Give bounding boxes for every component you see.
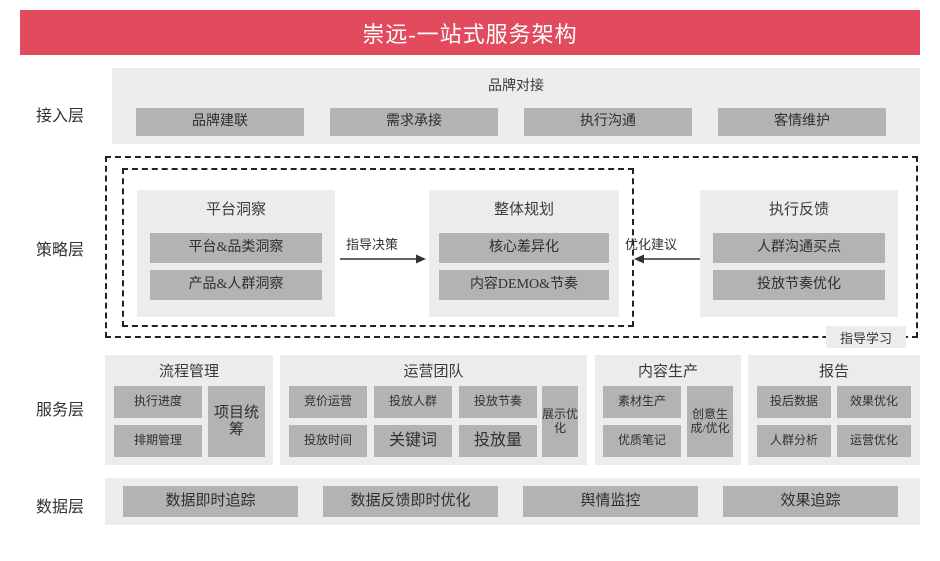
service-panel-operations-team: 运营团队 竞价运营 投放人群 投放节奏 投放时间 关键词 投放量 展示优化 — [280, 355, 587, 465]
row-label-strategy: 策略层 — [35, 242, 84, 259]
row-label-access: 接入层 — [35, 108, 84, 125]
strategy-group-0-title: 平台洞察 — [205, 202, 266, 218]
strategy-group-0-item-0[interactable]: 平台&品类洞察 — [150, 233, 322, 263]
strategy-group-2-item-0[interactable]: 人群沟通买点 — [713, 233, 885, 263]
strategy-group-platform-insight: 平台洞察 平台&品类洞察 产品&人群洞察 — [137, 190, 335, 317]
service-panel-1-row1-item-2[interactable]: 投放节奏 — [459, 386, 537, 418]
strategy-group-2-item-1[interactable]: 投放节奏优化 — [713, 270, 885, 300]
service-panel-1-tall-item[interactable]: 展示优化 — [542, 386, 578, 457]
service-panel-1-row2-item-2[interactable]: 投放量 — [459, 425, 537, 457]
arrow-right-icon — [340, 254, 426, 264]
access-item-0[interactable]: 品牌建联 — [136, 108, 304, 136]
access-layer-title: 品牌对接 — [488, 79, 544, 94]
service-panel-3-row2-item-1[interactable]: 运营优化 — [837, 425, 911, 457]
row-label-data: 数据层 — [35, 499, 84, 516]
data-item-0[interactable]: 数据即时追踪 — [123, 486, 298, 517]
service-panel-2-item-1[interactable]: 优质笔记 — [603, 425, 681, 457]
service-panel-1-row1-item-0[interactable]: 竞价运营 — [289, 386, 367, 418]
strategy-group-overall-planning: 整体规划 核心差异化 内容DEMO&节奏 — [429, 190, 619, 317]
service-panel-0-item-1[interactable]: 排期管理 — [114, 425, 202, 457]
service-panel-3-row1-item-1[interactable]: 效果优化 — [837, 386, 911, 418]
access-item-2[interactable]: 执行沟通 — [524, 108, 692, 136]
service-panel-2-title: 内容生产 — [637, 364, 698, 380]
service-panel-2-item-0[interactable]: 素材生产 — [603, 386, 681, 418]
service-panel-2-tall-item[interactable]: 创意生成/优化 — [687, 386, 733, 457]
service-panel-0-item-0[interactable]: 执行进度 — [114, 386, 202, 418]
strategy-group-0-item-1[interactable]: 产品&人群洞察 — [150, 270, 322, 300]
title-banner: 崇远-一站式服务架构 — [20, 10, 920, 55]
service-panel-3-title: 报告 — [818, 364, 849, 380]
data-item-2[interactable]: 舆情监控 — [523, 486, 698, 517]
guide-learning-label: 指导学习 — [826, 326, 906, 348]
arrow-label-guidance-decision: 指导决策 — [346, 237, 399, 252]
service-panel-1-row2-item-1[interactable]: 关键词 — [374, 425, 452, 457]
arrow-label-optimization-advice: 优化建议 — [625, 237, 678, 252]
strategy-group-1-title: 整体规划 — [493, 202, 554, 218]
data-item-3[interactable]: 效果追踪 — [723, 486, 898, 517]
service-panel-1-row2-item-0[interactable]: 投放时间 — [289, 425, 367, 457]
strategy-inner-dashed-boundary — [122, 168, 634, 327]
service-panel-1-row1-item-1[interactable]: 投放人群 — [374, 386, 452, 418]
access-layer-panel: 品牌对接 品牌建联 需求承接 执行沟通 客情维护 — [112, 68, 920, 144]
service-panel-0-tall-item[interactable]: 项目统筹 — [208, 386, 265, 457]
data-layer-panel: 数据即时追踪 数据反馈即时优化 舆情监控 效果追踪 — [105, 478, 920, 525]
service-panel-content-production: 内容生产 素材生产 优质笔记 创意生成/优化 — [595, 355, 741, 465]
strategy-group-execution-feedback: 执行反馈 人群沟通买点 投放节奏优化 — [700, 190, 898, 317]
strategy-group-1-item-1[interactable]: 内容DEMO&节奏 — [439, 270, 609, 300]
service-panel-0-title: 流程管理 — [158, 364, 219, 380]
service-panel-1-title: 运营团队 — [403, 364, 464, 380]
strategy-group-2-title: 执行反馈 — [768, 202, 829, 218]
access-item-3[interactable]: 客情维护 — [718, 108, 886, 136]
row-label-service: 服务层 — [35, 402, 84, 419]
arrow-left-icon — [634, 254, 700, 264]
service-panel-3-row2-item-0[interactable]: 人群分析 — [757, 425, 831, 457]
strategy-outer-dashed-boundary — [105, 156, 918, 338]
service-panel-report: 报告 投后数据 效果优化 人群分析 运营优化 — [748, 355, 920, 465]
data-item-1[interactable]: 数据反馈即时优化 — [323, 486, 498, 517]
strategy-group-1-item-0[interactable]: 核心差异化 — [439, 233, 609, 263]
page-title: 崇远-一站式服务架构 — [362, 21, 578, 47]
service-panel-3-row1-item-0[interactable]: 投后数据 — [757, 386, 831, 418]
service-panel-process-management: 流程管理 执行进度 排期管理 项目统筹 — [105, 355, 273, 465]
access-item-1[interactable]: 需求承接 — [330, 108, 498, 136]
